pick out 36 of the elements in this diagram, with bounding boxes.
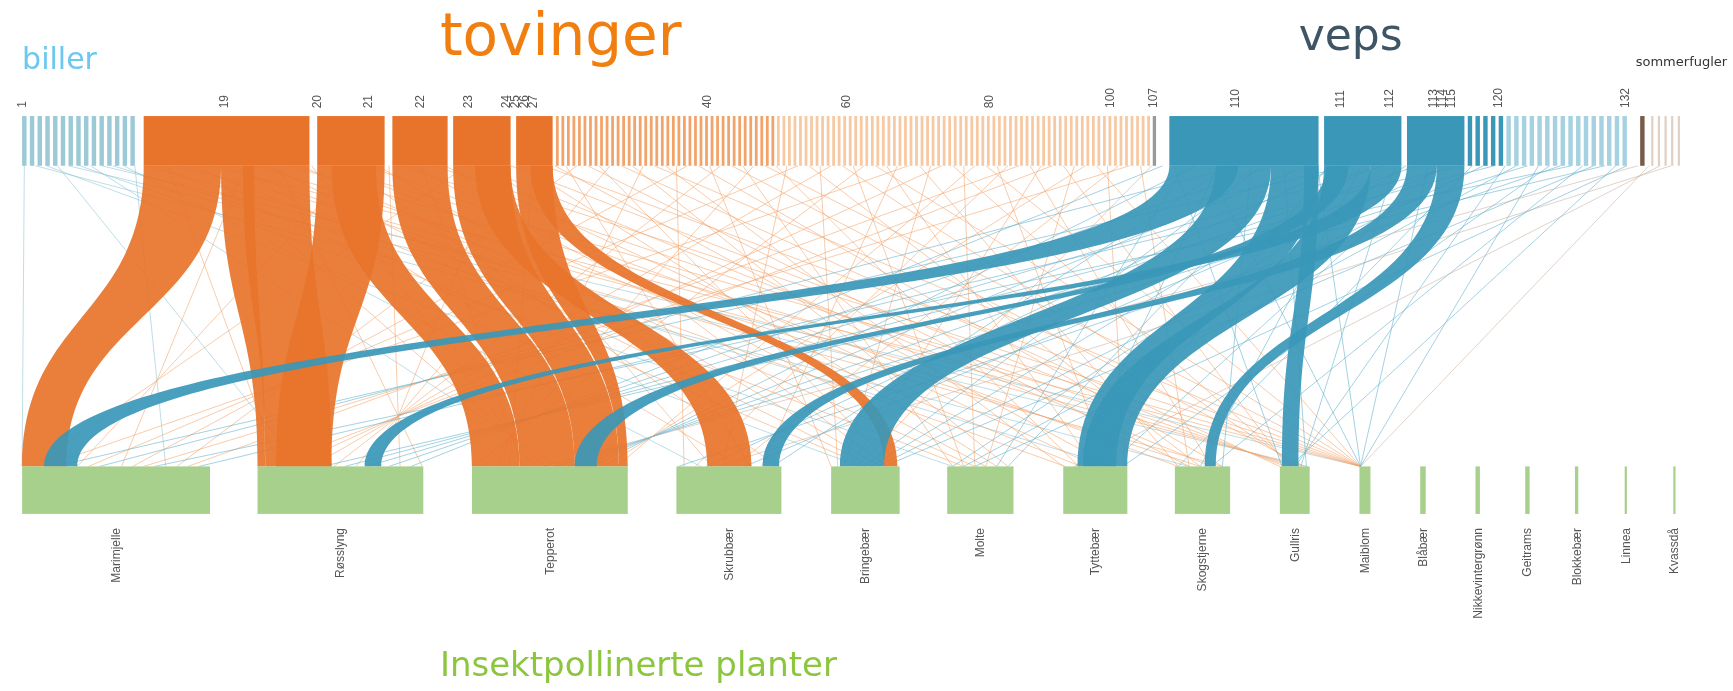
plant-name-label: Kvassdå bbox=[1668, 528, 1681, 575]
insect-number-label: 112 bbox=[1383, 89, 1396, 109]
insect-number-label: 40 bbox=[701, 95, 714, 109]
group-title: biller bbox=[22, 44, 97, 75]
plant-name-label: Linnea bbox=[1619, 528, 1632, 565]
plant-name-label: Nikkevintergrønn bbox=[1471, 528, 1484, 619]
group-title: Insektpollinerte planter bbox=[439, 646, 837, 681]
plant-name-label: Molte bbox=[974, 528, 987, 558]
insect-number-label: 100 bbox=[1103, 88, 1116, 109]
insect-number-label: 80 bbox=[983, 95, 996, 109]
plant-name-label: Geitrams bbox=[1521, 528, 1534, 577]
insect-number-label: 23 bbox=[461, 95, 474, 109]
plant-name-label: Bringebær bbox=[859, 528, 872, 585]
insect-number-label: 1 bbox=[16, 101, 29, 108]
insect-number-label: 21 bbox=[362, 95, 375, 109]
insect-number-label: 110 bbox=[1228, 89, 1241, 109]
insect-number-label: 111 bbox=[1333, 90, 1346, 109]
plant-name-label: Tepperot bbox=[543, 528, 556, 575]
insect-number-label: 20 bbox=[311, 95, 324, 109]
plant-name-label: Gullris bbox=[1288, 528, 1301, 563]
plant-name-label: Blokkebær bbox=[1570, 528, 1583, 586]
plant-name-label: Marimjelle bbox=[110, 528, 123, 583]
plant-name-label: Skrubbær bbox=[722, 528, 735, 581]
plant-name-label: Tyttebær bbox=[1089, 528, 1102, 576]
insect-number-label: 60 bbox=[839, 95, 852, 109]
plant-name-label: Maiblom bbox=[1358, 528, 1371, 574]
plant-name-label: Blåbær bbox=[1416, 528, 1429, 567]
insect-number-label: 19 bbox=[218, 95, 231, 109]
insect-number-label: 120 bbox=[1491, 88, 1504, 109]
insect-number-label: 22 bbox=[414, 95, 426, 109]
insect-number-label: 132 bbox=[1618, 88, 1631, 109]
plant-name-label: Røsslyng bbox=[334, 528, 347, 579]
group-title: veps bbox=[1298, 13, 1403, 58]
insect-number-label: 107 bbox=[1146, 88, 1159, 109]
plant-name-label: Skogstjerne bbox=[1196, 528, 1209, 592]
group-title: sommerfugler bbox=[1635, 55, 1728, 69]
